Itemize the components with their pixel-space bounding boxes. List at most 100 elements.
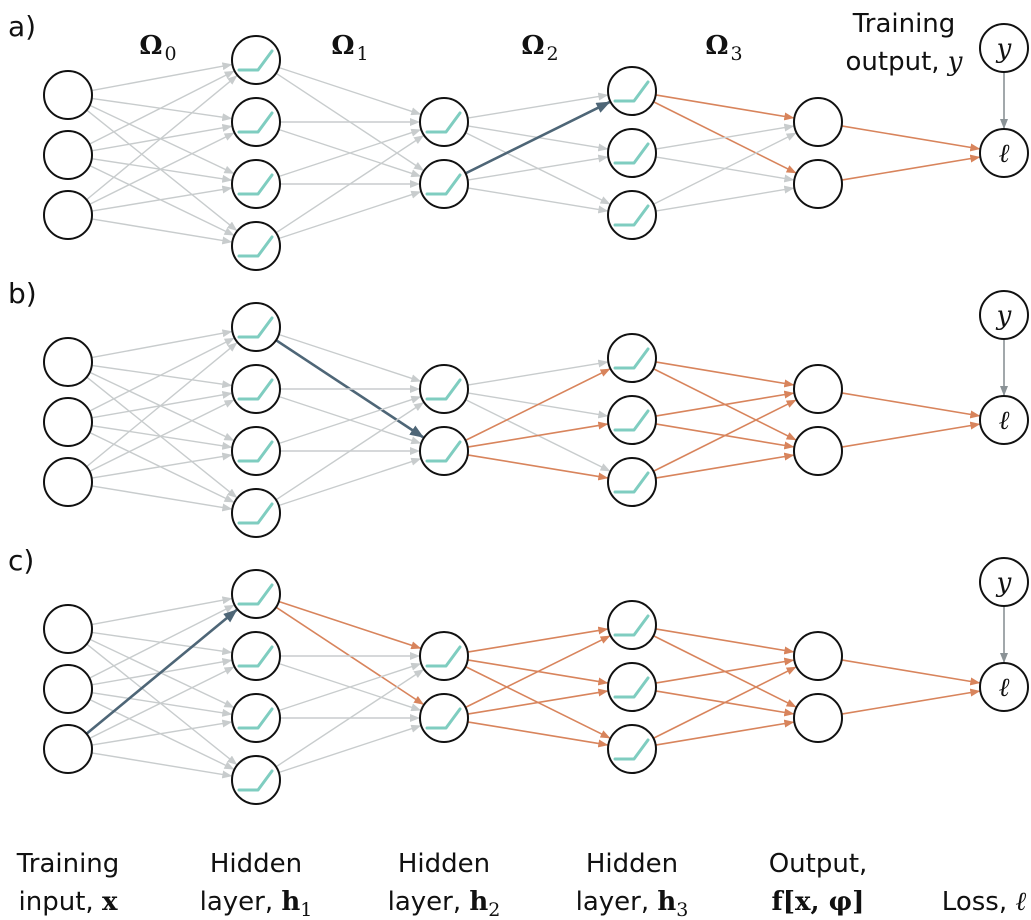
layer-caption-line2: input, x [19,887,118,917]
relu-icon [425,378,462,401]
network-edge [91,752,233,779]
layer-caption-line2: layer, h2 [388,887,501,920]
network-edge [467,92,609,119]
relu-icon [237,583,274,606]
network-edge [86,643,238,765]
network-edge [278,457,422,507]
output-to-loss-edge [841,659,981,686]
network-edge [89,604,235,679]
relu-icon [425,111,462,134]
hidden-node-h1 [231,488,281,538]
input-node [43,130,93,180]
network-edge [278,333,422,383]
loss-node-symbol: ℓ [999,673,1010,703]
hidden-node-h1 [231,221,281,271]
relu-icon [425,645,462,668]
layer-caption: Output, [769,849,868,879]
input-node [43,397,93,447]
output-node [793,364,843,414]
gradient-edge [655,628,795,655]
hidden-node-h1 [231,364,281,414]
network-edge [275,135,424,234]
layer-caption: Training [16,849,120,879]
hidden-node-h1 [231,693,281,743]
network-edge [278,190,422,240]
output-to-loss-edge [841,154,981,181]
layer-caption: Hidden [210,849,302,879]
hidden-node-h2 [419,364,469,414]
input-node [43,337,93,387]
panel-label: b) [8,277,37,310]
hidden-node-h1 [231,35,281,85]
gradient-edge [467,421,609,448]
relu-icon [613,738,650,761]
relu-icon [237,316,274,339]
layer-caption-line2: layer, h1 [200,887,313,920]
network-edge [467,154,609,181]
network-edge [91,719,233,746]
layer-caption: Hidden [586,849,678,879]
network-edge [467,359,609,386]
output-node [793,97,843,147]
hidden-node-h1 [231,755,281,805]
relu-icon [613,614,650,637]
hidden-node-h3 [607,333,657,383]
input-node [43,457,93,507]
target-node [979,23,1029,73]
relu-icon [237,49,274,72]
layer-caption-line2: Loss, ℓ [942,887,1027,917]
gradient-edge [655,657,795,684]
hidden-node-h2 [419,693,469,743]
target-node-symbol: y [996,34,1012,64]
network-edge [89,399,235,472]
hidden-node-h3 [607,66,657,116]
relu-icon [237,235,274,258]
layer-caption-line2: layer, h3 [576,887,689,920]
relu-icon [425,440,462,463]
loss-node-symbol: ℓ [999,406,1010,436]
hidden-node-h3 [607,190,657,240]
network-edge [86,75,238,201]
network-edge [467,187,609,214]
gradient-edge [655,719,795,746]
network-edge [278,724,422,774]
target-node-symbol: y [996,568,1012,598]
input-node [43,724,93,774]
network-edge [653,132,797,205]
input-node [43,70,93,120]
relu-icon [613,471,650,494]
target-node [979,290,1029,340]
hidden-node-h2 [419,97,469,147]
hidden-node-h1 [231,159,281,209]
hidden-node-h1 [231,97,281,147]
highlighted-weight-edge [464,100,611,175]
hidden-node-h3 [607,600,657,650]
panel-label: a) [8,10,36,43]
network-edge [91,218,233,245]
relu-icon [613,80,650,103]
relu-icon [613,204,650,227]
network-edge [278,662,422,712]
hidden-node-h1 [231,426,281,476]
highlighted-weight-edge [85,608,238,735]
hidden-node-h1 [231,302,281,352]
gradient-edge [655,452,795,479]
gradient-edge [653,399,797,472]
output-node [793,631,843,681]
relu-icon [613,676,650,699]
gradient-edge [465,635,611,709]
layer-caption-line2: f[x, φ] [772,887,865,917]
loss-node [979,662,1029,712]
relu-icon [613,409,650,432]
gradient-edge [465,368,611,442]
relu-icon [237,502,274,525]
hidden-node-h3 [607,128,657,178]
training-output-label-line2: output, y [846,47,963,77]
output-to-loss-edge [841,688,981,715]
network-edge [91,452,233,479]
relu-icon [613,142,650,165]
